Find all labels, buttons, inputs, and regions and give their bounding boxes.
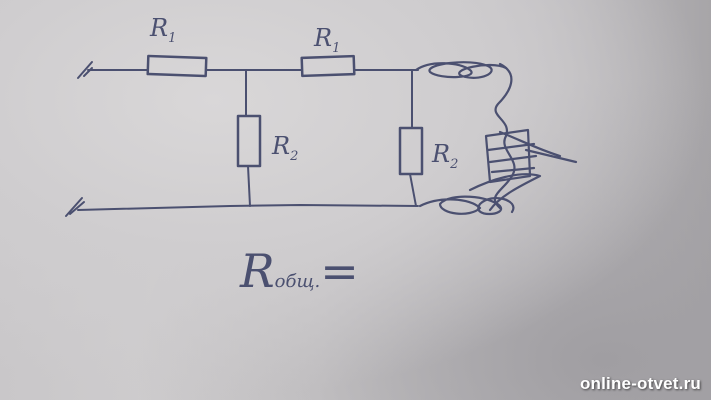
watermark: online-otvet.ru (579, 374, 701, 393)
label-r1-first: R1 (150, 14, 177, 46)
bottom-wire (77, 204, 419, 211)
total-symbol: R (240, 244, 275, 298)
label-r2-first: R2 (272, 132, 299, 164)
resistor-r1-first (146, 54, 208, 78)
r2-second-branch (409, 69, 417, 207)
resistor-r2-second (398, 126, 424, 176)
scribbled-element (414, 61, 578, 215)
total-subscript: общ. (274, 271, 321, 292)
resistor-r1-second (300, 54, 356, 78)
total-resistance-label: Rобщ.= (240, 244, 359, 298)
r2-first-branch (245, 69, 251, 207)
resistor-r2-first (236, 114, 262, 168)
input-terminal-bottom (65, 197, 85, 217)
label-r1-second: R1 (314, 24, 341, 56)
label-r2-second: R2 (432, 140, 459, 172)
total-equals: = (320, 244, 359, 298)
